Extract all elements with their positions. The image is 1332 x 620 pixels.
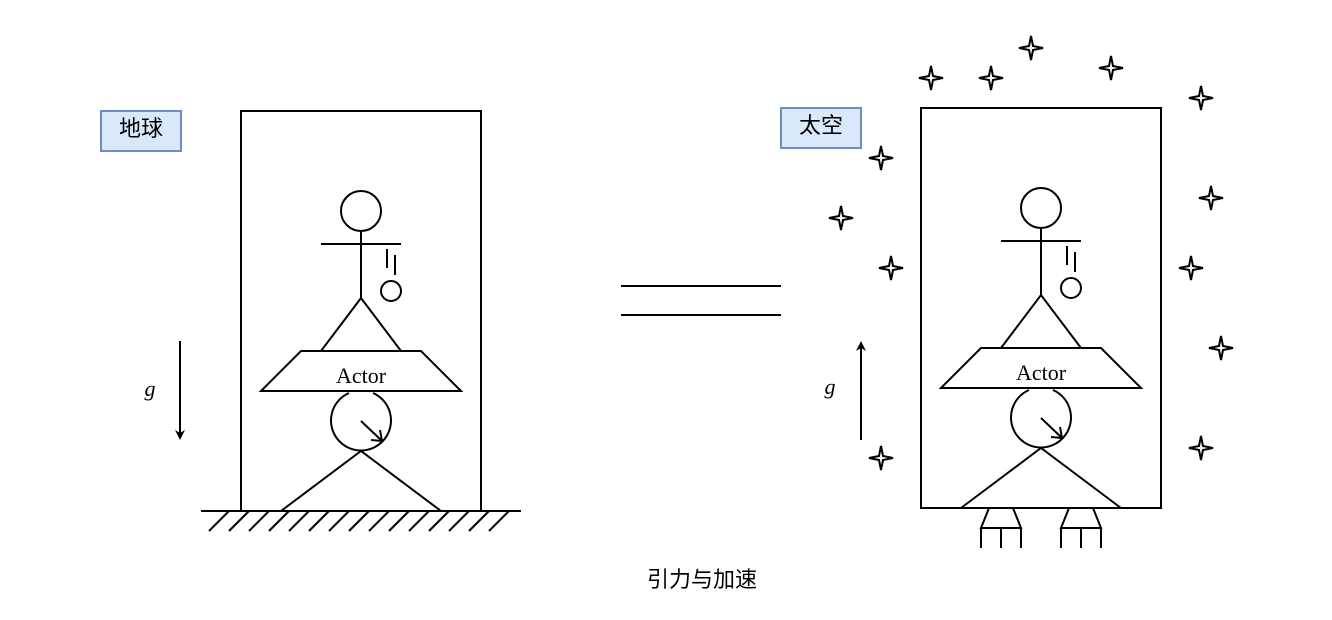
space-label-box — [780, 107, 862, 149]
hatch-line — [428, 510, 450, 532]
star-icon — [978, 65, 1004, 91]
hatch-line — [208, 510, 230, 532]
hatch-line — [328, 510, 350, 532]
earth-label-box — [100, 110, 182, 152]
hatch-line — [268, 510, 290, 532]
star-icon — [1178, 255, 1204, 281]
star-icon — [1098, 55, 1124, 81]
hatch-line — [348, 510, 370, 532]
hatch-line — [228, 510, 250, 532]
hatch-line — [488, 510, 510, 532]
star-icon — [1208, 335, 1234, 361]
hatch-line — [248, 510, 270, 532]
hatch-line — [388, 510, 410, 532]
caption: 引力与加速 — [647, 567, 757, 592]
star-icon — [1188, 435, 1214, 461]
space-actor-label: Actor — [1016, 360, 1067, 385]
hatch-line — [288, 510, 310, 532]
earth-scene: 地球 Actor g — [100, 110, 521, 532]
space-scene: 太空 Actor g — [780, 35, 1234, 548]
hatch-line — [448, 510, 470, 532]
star-icon — [868, 145, 894, 171]
earth-actor-figure — [260, 190, 462, 512]
space-rocket — [920, 107, 1162, 509]
star-icon — [1018, 35, 1044, 61]
hatch-line — [368, 510, 390, 532]
equals-sign — [621, 285, 781, 316]
ground-hatching — [208, 510, 510, 532]
stars — [828, 35, 1234, 471]
earth-label: 地球 — [119, 116, 163, 141]
hatch-line — [408, 510, 430, 532]
thruster-left-icon — [979, 507, 1023, 548]
space-actor-figure — [940, 187, 1142, 509]
star-icon — [828, 205, 854, 231]
star-icon — [868, 445, 894, 471]
star-icon — [1198, 185, 1224, 211]
thruster-right-icon — [1059, 507, 1103, 548]
earth-gravity-label: g — [145, 376, 156, 401]
hatch-line — [308, 510, 330, 532]
space-label: 太空 — [799, 113, 843, 138]
star-icon — [878, 255, 904, 281]
hatch-line — [468, 510, 490, 532]
space-acceleration-label: g — [825, 374, 836, 399]
earth-actor-label: Actor — [336, 363, 387, 388]
star-icon — [918, 65, 944, 91]
star-icon — [1188, 85, 1214, 111]
